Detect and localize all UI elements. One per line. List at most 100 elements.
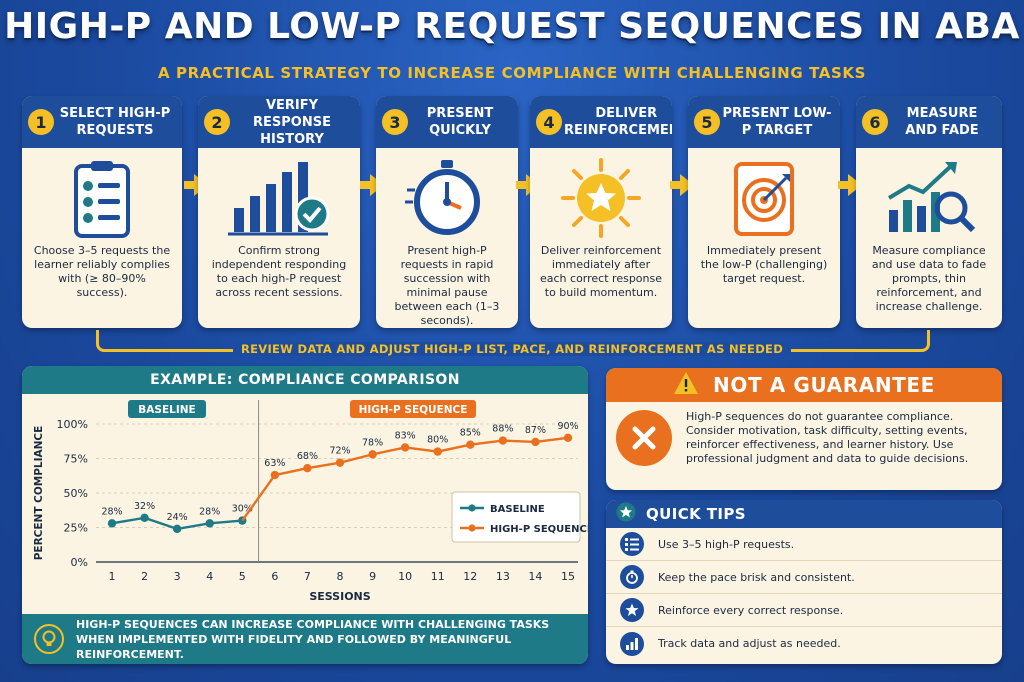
data-point xyxy=(270,470,280,480)
data-point xyxy=(368,450,377,459)
compliance-chart-panel: EXAMPLE: COMPLIANCE COMPARISON 0%25%50%7… xyxy=(22,366,588,664)
data-point xyxy=(335,458,345,467)
legend-entry: BASELINE xyxy=(490,504,545,515)
step-card-2: 2 VERIFY RESPONSE HISTORY Confirm strong… xyxy=(198,96,360,328)
page-subtitle: A PRACTICAL STRATEGY TO INCREASE COMPLIA… xyxy=(158,64,866,82)
step-card-3: 3 PRESENT QUICKLY Present high-P request… xyxy=(376,96,518,328)
step-description: Immediately present the low-P (challengi… xyxy=(700,244,828,285)
tip-item: Reinforce every correct response. xyxy=(606,594,1002,627)
x-tick-label: 2 xyxy=(141,570,148,583)
x-tick-label: 6 xyxy=(271,570,278,583)
step-title: SELECT HIGH-P REQUESTS xyxy=(59,106,171,138)
x-axis-title: SESSIONS xyxy=(309,590,370,603)
data-label: 63% xyxy=(264,458,285,469)
warning-text: High-P sequences do not guarantee compli… xyxy=(686,410,969,465)
data-label: 90% xyxy=(557,421,578,432)
step-description: Choose 3–5 requests the learner reliably… xyxy=(33,244,171,299)
tip-item: Use 3–5 high-P requests. xyxy=(606,528,1002,561)
step-number-badge: 5 xyxy=(694,109,720,135)
step-title: MEASURE AND FADE xyxy=(905,106,979,138)
data-point xyxy=(303,463,312,473)
data-point xyxy=(531,437,540,447)
star-burst-icon xyxy=(530,156,672,240)
phase-label-baseline-badge xyxy=(128,400,206,418)
chart-footer-text: HIGH-P SEQUENCES CAN INCREASE COMPLIANCE… xyxy=(76,617,550,661)
tip-text: Track data and adjust as needed. xyxy=(658,637,841,650)
step-title: VERIFY RESPONSE HISTORY xyxy=(253,97,331,147)
target-icon xyxy=(688,156,840,240)
bar-chart-icon xyxy=(620,631,644,656)
warning-title: NOT A GUARANTEE xyxy=(713,373,935,397)
data-label: 28% xyxy=(199,506,220,517)
data-point xyxy=(205,519,214,528)
legend-swatch-marker xyxy=(468,524,476,532)
tip-item: Keep the pace brisk and consistent. xyxy=(606,561,1002,594)
data-label: 72% xyxy=(329,446,350,457)
x-tick-label: 8 xyxy=(337,570,344,583)
y-tick-label: 100% xyxy=(57,418,88,431)
step-card-header: 6 MEASURE AND FADE xyxy=(856,96,1002,148)
legend-swatch-marker xyxy=(468,504,476,512)
stopwatch-icon xyxy=(620,565,644,589)
step-number-badge: 3 xyxy=(382,109,408,135)
step-card-6: 6 MEASURE AND FADE Measure compliance an… xyxy=(856,96,1002,328)
step-title: PRESENT LOW-P TARGET xyxy=(722,106,832,138)
data-label: 80% xyxy=(427,435,448,446)
star-icon xyxy=(620,598,644,622)
step-description: Present high-P requests in rapid success… xyxy=(394,244,500,327)
tip-text: Reinforce every correct response. xyxy=(658,603,844,617)
y-axis-title: PERCENT COMPLIANCE xyxy=(33,426,45,561)
tip-item: Track data and adjust as needed. xyxy=(606,627,1002,660)
data-label: 88% xyxy=(492,424,513,435)
data-point xyxy=(563,433,573,442)
data-point xyxy=(433,447,442,456)
close-x-icon xyxy=(616,410,672,466)
step-card-header: 2 VERIFY RESPONSE HISTORY xyxy=(198,96,360,148)
star-badge-icon xyxy=(616,502,636,526)
x-tick-label: 5 xyxy=(239,570,246,583)
step-card-4: 4 DELIVER REINFORCEMENT Deliver reinforc… xyxy=(530,96,672,328)
step-card-1: 1 SELECT HIGH-P REQUESTS Choose 3–5 requ… xyxy=(22,96,182,328)
legend-entry: HIGH-P SEQUENCE xyxy=(490,524,588,535)
step-card-header: 5 PRESENT LOW-P TARGET xyxy=(688,96,840,148)
page-title: HIGH-P AND LOW-P REQUEST SEQUENCES IN AB… xyxy=(4,6,1020,47)
phase-label-highp: HIGH-P SEQUENCE xyxy=(359,404,468,416)
checklist-icon xyxy=(22,156,182,240)
step-card-header: 4 DELIVER REINFORCEMENT xyxy=(530,96,672,148)
step-description: Deliver reinforcement immediately after … xyxy=(540,244,662,299)
x-tick-label: 10 xyxy=(398,570,412,583)
data-label: 87% xyxy=(525,425,546,436)
x-tick-label: 4 xyxy=(206,570,213,583)
x-tick-label: 13 xyxy=(496,570,510,583)
data-label: 68% xyxy=(297,451,318,462)
y-tick-label: 50% xyxy=(64,487,88,500)
phase-label-highp-badge xyxy=(350,400,476,418)
data-label: 30% xyxy=(232,504,253,515)
step-card-5: 5 PRESENT LOW-P TARGET Immediately prese… xyxy=(688,96,840,328)
step-number-badge: 1 xyxy=(28,109,54,135)
data-label: 78% xyxy=(362,437,383,448)
bar-chart-check-icon xyxy=(198,156,360,240)
x-tick-label: 14 xyxy=(528,570,542,583)
warning-body: High-P sequences do not guarantee compli… xyxy=(606,402,1002,474)
x-tick-label: 9 xyxy=(369,570,376,583)
step-card-header: 3 PRESENT QUICKLY xyxy=(376,96,518,148)
list-icon xyxy=(620,532,644,556)
quick-tips-panel: QUICK TIPS Use 3–5 high-P requests. Keep… xyxy=(606,500,1002,664)
data-point xyxy=(140,513,149,523)
data-point xyxy=(400,443,410,452)
stopwatch-icon xyxy=(376,156,518,240)
y-tick-label: 25% xyxy=(64,522,88,535)
step-number-badge: 6 xyxy=(862,109,888,135)
step-title: DELIVER REINFORCEMENT xyxy=(564,106,672,138)
phase-label-baseline: BASELINE xyxy=(138,404,195,416)
x-tick-label: 12 xyxy=(463,570,477,583)
step-number-badge: 4 xyxy=(536,109,562,135)
x-tick-label: 15 xyxy=(561,570,575,583)
y-tick-label: 75% xyxy=(64,453,88,466)
warning-triangle-icon xyxy=(673,371,699,399)
data-label: 28% xyxy=(101,506,122,517)
tip-text: Use 3–5 high-P requests. xyxy=(658,537,795,551)
chart-magnifier-icon xyxy=(856,156,1002,240)
x-tick-label: 3 xyxy=(174,570,181,583)
